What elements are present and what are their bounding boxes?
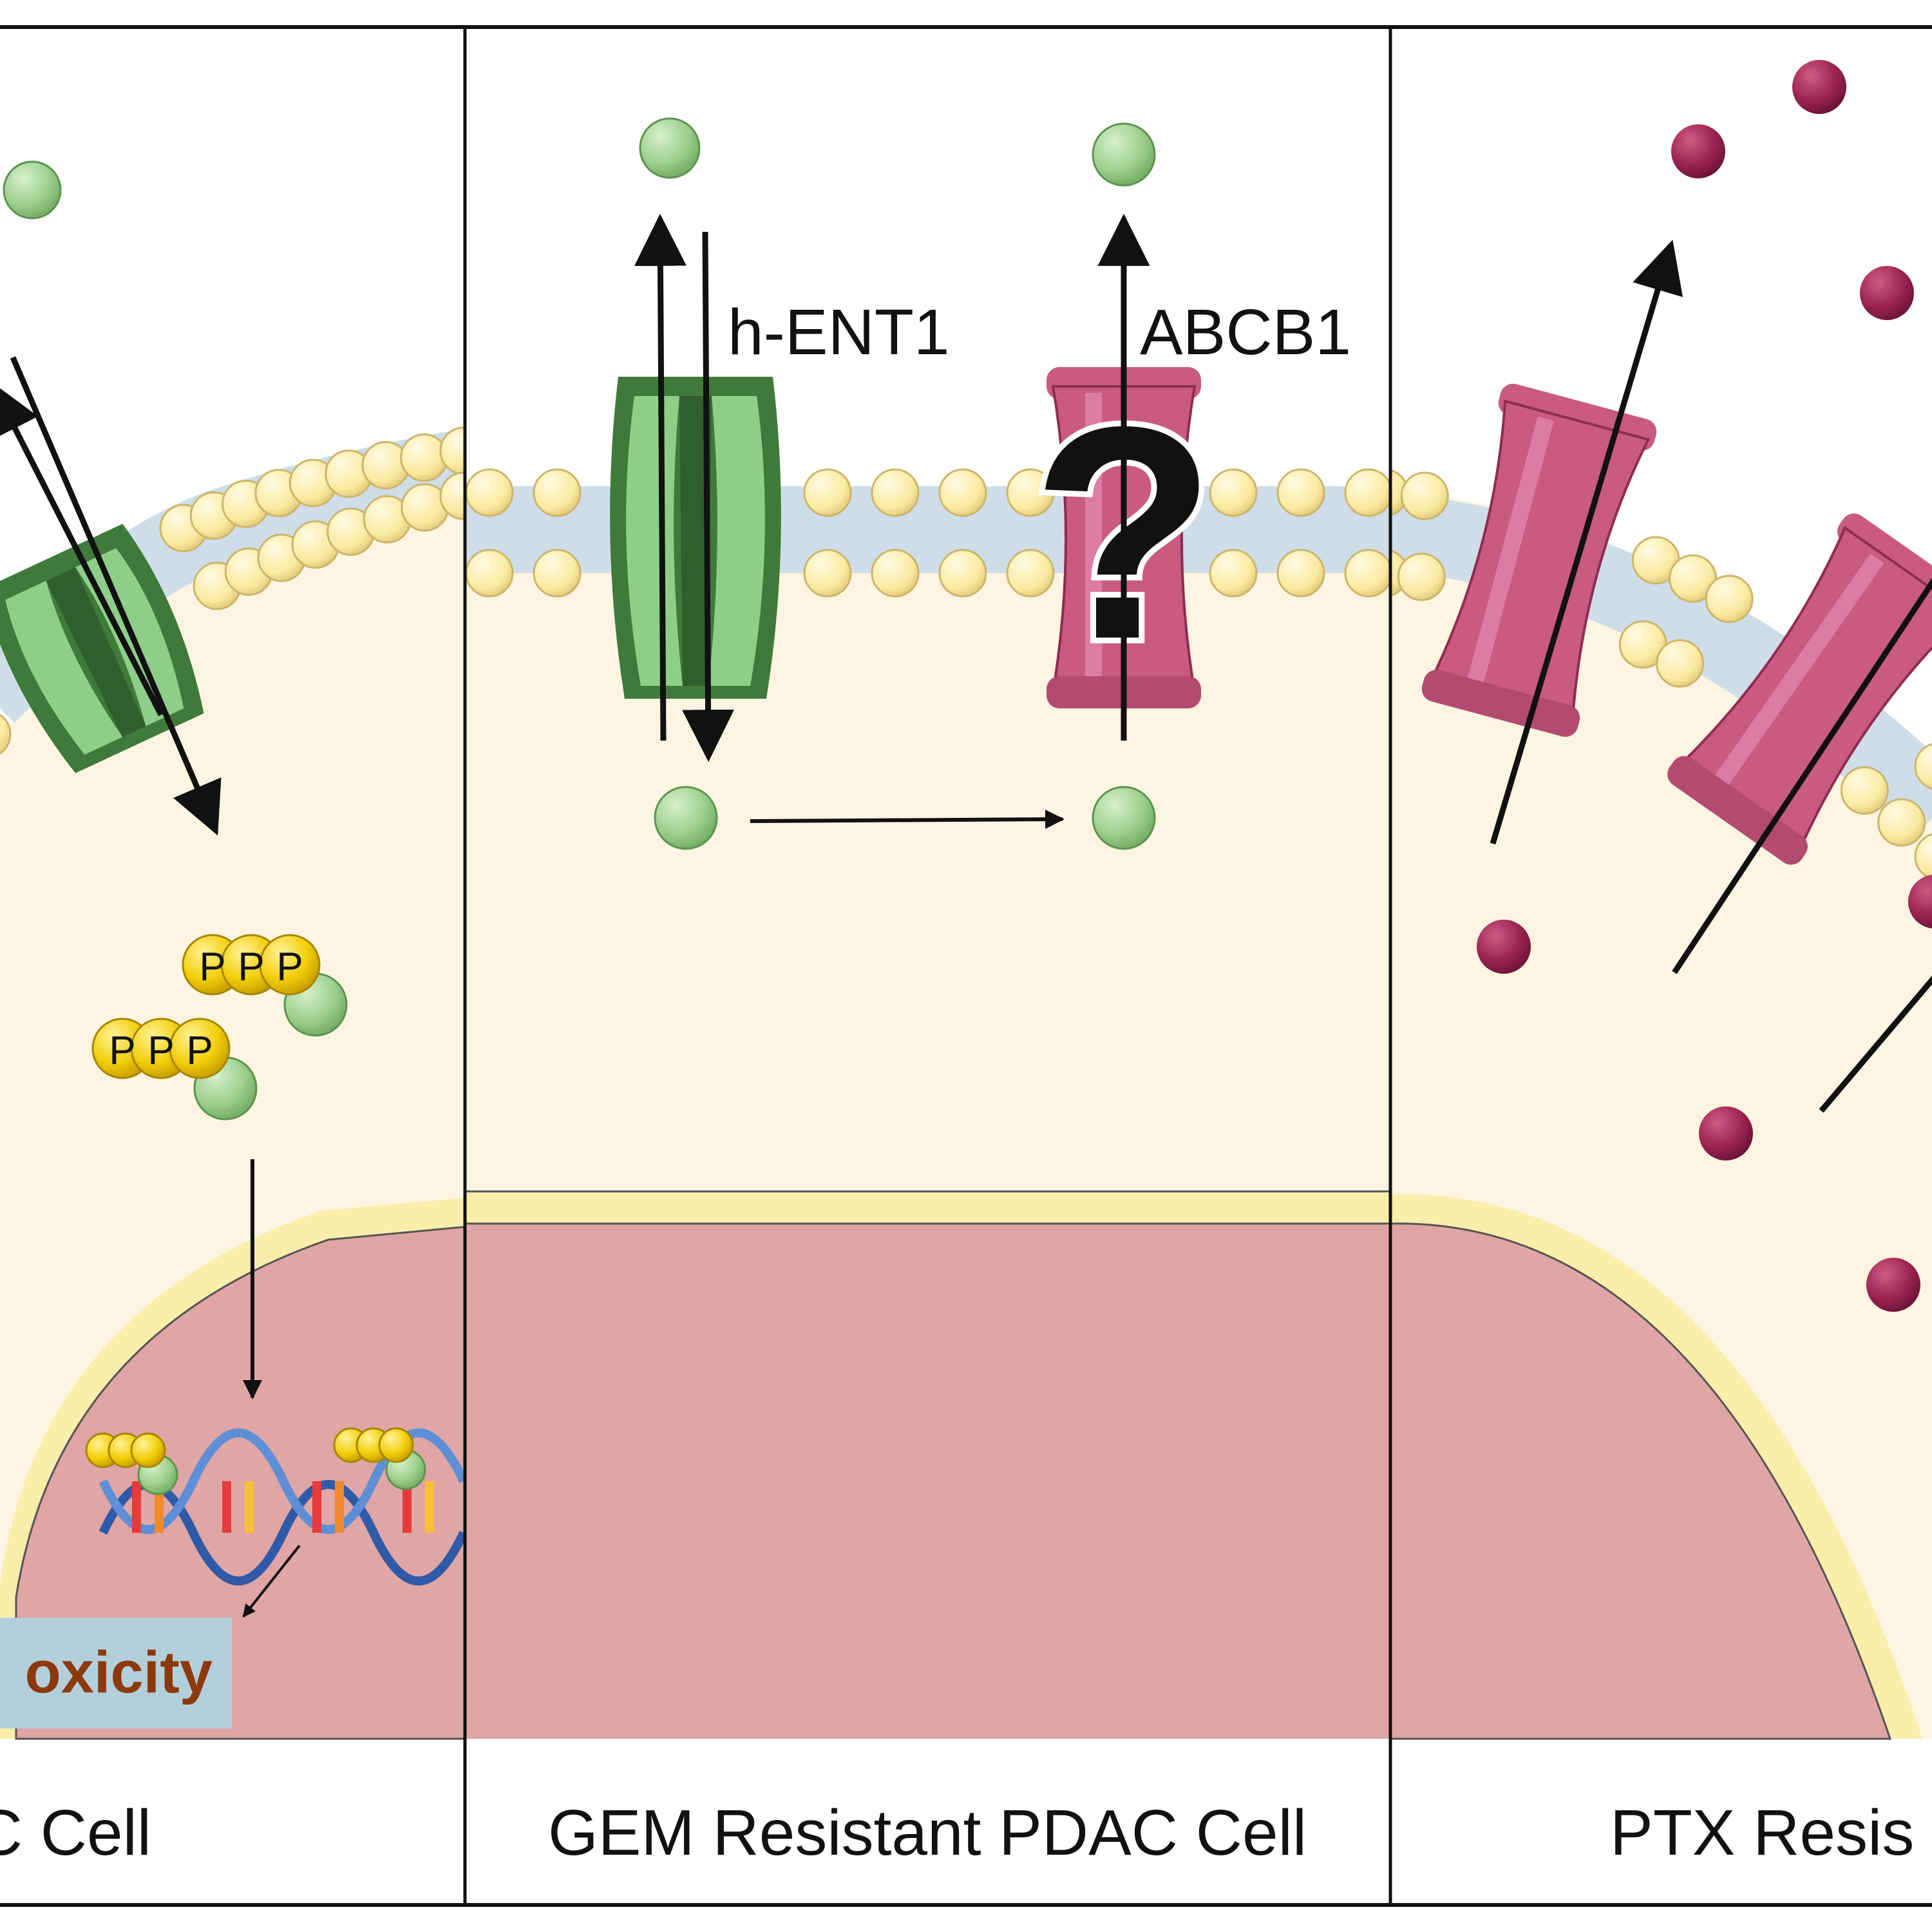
middle-panel-title: GEM Resistant PDAC Cell <box>548 1797 1307 1869</box>
ptx-export-arrow <box>1490 240 1683 845</box>
gemcitabine-molecule-icon <box>1092 786 1156 850</box>
lipid-head <box>1669 554 1718 603</box>
phosphate-label: P <box>109 1028 135 1073</box>
phosphate-label: P <box>199 945 225 989</box>
lipid-head <box>533 468 582 517</box>
gemcitabine-molecule-icon <box>654 786 718 850</box>
ent1-export-arrow <box>634 213 687 741</box>
paclitaxel-molecule-icon <box>1792 60 1846 114</box>
lipid-head <box>938 549 987 598</box>
lipid-head <box>1344 549 1390 598</box>
ptx-export-line <box>1819 975 1932 1113</box>
lipid-head <box>1276 549 1325 598</box>
paclitaxel-molecule-icon <box>1866 1258 1920 1312</box>
gemcitabine-molecule-icon <box>1092 122 1156 187</box>
cytotoxicity-box <box>0 1618 232 1728</box>
lipid-head <box>465 468 514 517</box>
phosphate-label: P <box>276 945 303 989</box>
triphosphate-chain-icon: P P P <box>182 934 348 1037</box>
gemcitabine-molecule-icon <box>3 160 62 220</box>
lipid-head <box>871 468 920 517</box>
phosphate-label: P <box>238 945 264 989</box>
right-cell-membrane <box>1390 469 1932 880</box>
middle-nucleus <box>465 1224 1390 1739</box>
middle-nuclear-envelope <box>465 1190 1390 1225</box>
right-nucleus <box>1390 1222 1892 1740</box>
lipid-head <box>803 468 852 517</box>
paclitaxel-molecule-icon <box>1908 875 1932 929</box>
cytotoxicity-label: oxicity <box>25 1640 213 1705</box>
lipid-head <box>400 433 449 482</box>
paclitaxel-molecule-icon <box>1860 266 1914 320</box>
lipid-head <box>1276 468 1325 517</box>
lipid-head <box>0 714 12 755</box>
lipid-head <box>1397 553 1446 601</box>
lipid-head <box>1209 549 1258 598</box>
ent1-transporter-icon <box>0 524 204 773</box>
intracellular-transfer-arrow <box>750 810 1065 829</box>
lipid-head <box>1400 471 1449 520</box>
dna-double-helix-icon <box>85 1427 465 1586</box>
paclitaxel-molecule-icon <box>1477 920 1531 974</box>
abcb1-transporter-icon <box>1421 383 1657 737</box>
lipid-head <box>1705 574 1754 623</box>
phosphate-label: P <box>147 1028 174 1073</box>
lipid-head <box>938 468 987 517</box>
lipid-head <box>1877 798 1926 847</box>
left-panel-title: C Cell <box>0 1797 151 1869</box>
panel-borders <box>0 25 1932 1907</box>
paclitaxel-molecule-icon <box>1699 1106 1753 1160</box>
ent1-import-arrow <box>682 231 735 762</box>
ptx-export-line <box>1672 577 1932 974</box>
lipid-head <box>1914 743 1932 790</box>
lipid-head <box>1344 468 1390 517</box>
triphosphate-chain-icon: P P P <box>91 1018 258 1121</box>
middle-panel: ? h-ENT1 ABCB1 GEM Resistant PDAC Cell <box>465 27 1390 1905</box>
lipid-head <box>1006 549 1055 598</box>
lipid-head <box>465 549 514 598</box>
right-panel-title: PTX Resis <box>1610 1797 1914 1869</box>
left-nucleus <box>15 1226 465 1740</box>
left-export-arrow <box>0 381 164 717</box>
lipid-head <box>1209 468 1258 517</box>
lipid-head <box>871 549 920 598</box>
phosphate-label: P <box>186 1028 213 1073</box>
lipid-head <box>533 549 582 598</box>
left-import-arrow <box>10 356 222 836</box>
lipid-head <box>1656 639 1705 688</box>
paclitaxel-molecule-icon <box>1671 124 1725 178</box>
lipid-head <box>1914 833 1932 880</box>
left-panel: P P P P P P <box>0 27 465 1905</box>
gemcitabine-molecule-icon <box>639 117 701 179</box>
ent1-transporter-icon <box>610 377 781 699</box>
left-effect-arrow <box>242 1544 301 1618</box>
h-ent1-label: h-ENT1 <box>728 296 950 368</box>
lipid-head <box>803 549 852 598</box>
lipid-head <box>1006 468 1055 517</box>
abcb1-label: ABCB1 <box>1140 296 1351 368</box>
abcb1-transporter-icon <box>1667 513 1932 865</box>
lipid-head <box>1840 766 1889 815</box>
right-panel: PTX Resis <box>1390 27 1932 1905</box>
